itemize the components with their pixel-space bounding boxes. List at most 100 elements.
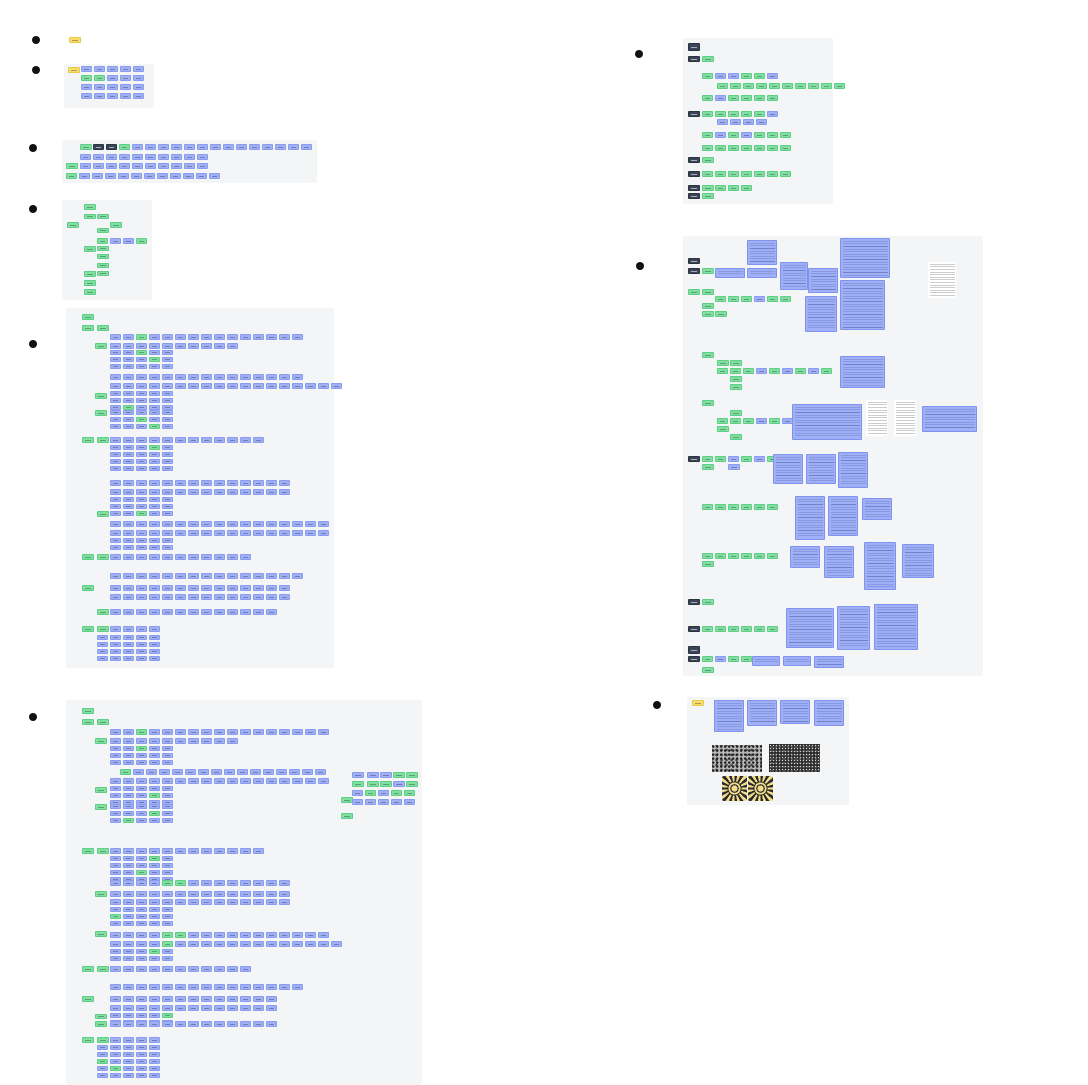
section-marker[interactable]	[653, 701, 661, 709]
blue-node[interactable]	[214, 729, 225, 735]
blue-node[interactable]	[279, 521, 290, 527]
blue-node[interactable]	[201, 480, 212, 486]
blue-node[interactable]	[292, 374, 303, 380]
blue-node[interactable]	[123, 956, 134, 961]
green-node[interactable]	[780, 145, 791, 151]
blue-node[interactable]	[110, 530, 121, 536]
blue-node[interactable]	[136, 504, 147, 509]
green-node[interactable]	[754, 504, 765, 510]
blue-node[interactable]	[162, 786, 173, 791]
green-node[interactable]	[82, 626, 94, 632]
blue-node[interactable]	[136, 856, 147, 861]
green-node[interactable]	[367, 781, 379, 787]
blue-node[interactable]	[110, 452, 121, 457]
green-node[interactable]	[702, 456, 713, 462]
blue-node[interactable]	[292, 334, 303, 340]
blue-node[interactable]	[162, 921, 173, 926]
blue-node[interactable]	[149, 504, 160, 509]
blue-node[interactable]	[253, 848, 264, 854]
blue-node[interactable]	[110, 350, 121, 355]
blue-node[interactable]	[149, 410, 160, 415]
blue-node[interactable]	[227, 778, 238, 784]
blue-node[interactable]	[214, 573, 225, 579]
green-node[interactable]	[380, 781, 392, 787]
text-note-node[interactable]	[840, 280, 885, 330]
blue-node[interactable]	[391, 799, 402, 805]
blue-node[interactable]	[149, 480, 160, 486]
blue-node[interactable]	[110, 966, 121, 972]
blue-node[interactable]	[110, 585, 121, 591]
green-node[interactable]	[404, 790, 415, 796]
blue-node[interactable]	[97, 656, 108, 661]
blue-node[interactable]	[123, 1052, 134, 1057]
blue-node[interactable]	[110, 642, 121, 647]
blue-node[interactable]	[240, 899, 251, 905]
blue-node[interactable]	[188, 932, 199, 938]
blue-node[interactable]	[110, 609, 121, 615]
blue-node[interactable]	[110, 573, 121, 579]
blue-node[interactable]	[279, 480, 290, 486]
green-node[interactable]	[769, 368, 780, 374]
blue-node[interactable]	[136, 966, 147, 972]
blue-node[interactable]	[214, 1005, 225, 1011]
blue-node[interactable]	[162, 511, 173, 516]
dark-node[interactable]	[688, 626, 700, 632]
blue-node[interactable]	[110, 949, 121, 954]
blue-node[interactable]	[227, 966, 238, 972]
blue-node[interactable]	[227, 1005, 238, 1011]
blue-node[interactable]	[149, 753, 160, 758]
blue-node[interactable]	[266, 1005, 277, 1011]
blue-node[interactable]	[94, 66, 105, 72]
green-node[interactable]	[81, 75, 92, 81]
blue-node[interactable]	[211, 769, 222, 775]
blue-node[interactable]	[158, 144, 169, 150]
green-node[interactable]	[741, 171, 752, 177]
text-note-node[interactable]	[752, 656, 780, 666]
blue-node[interactable]	[149, 626, 160, 632]
blue-node[interactable]	[107, 66, 118, 72]
green-node[interactable]	[743, 368, 754, 374]
blue-node[interactable]	[184, 144, 195, 150]
blue-node[interactable]	[123, 656, 134, 661]
green-node[interactable]	[767, 171, 778, 177]
blue-node[interactable]	[318, 932, 329, 938]
blue-node[interactable]	[227, 848, 238, 854]
blue-node[interactable]	[162, 907, 173, 912]
blue-node[interactable]	[240, 984, 251, 990]
blue-node[interactable]	[214, 891, 225, 897]
green-node[interactable]	[741, 73, 752, 79]
blue-node[interactable]	[123, 504, 134, 509]
blue-node[interactable]	[110, 811, 121, 816]
blue-node[interactable]	[266, 941, 277, 947]
green-node[interactable]	[66, 163, 78, 169]
green-node[interactable]	[728, 185, 739, 191]
blue-node[interactable]	[275, 144, 286, 150]
blue-node[interactable]	[106, 163, 117, 169]
blue-node[interactable]	[136, 497, 147, 502]
blue-node[interactable]	[754, 456, 765, 462]
blue-node[interactable]	[105, 173, 116, 179]
speckle-texture-image-dark[interactable]	[769, 744, 820, 772]
blue-node[interactable]	[136, 848, 147, 854]
blue-node[interactable]	[197, 163, 208, 169]
blue-node[interactable]	[188, 848, 199, 854]
green-node[interactable]	[136, 729, 147, 735]
blue-node[interactable]	[110, 538, 121, 543]
blue-node[interactable]	[123, 626, 134, 632]
blue-node[interactable]	[149, 778, 160, 784]
blue-node[interactable]	[175, 966, 186, 972]
green-node[interactable]	[95, 931, 107, 937]
blue-node[interactable]	[123, 424, 134, 429]
blue-node[interactable]	[266, 932, 277, 938]
section-marker[interactable]	[635, 50, 643, 58]
blue-node[interactable]	[94, 93, 105, 99]
blue-node[interactable]	[123, 573, 134, 579]
blue-node[interactable]	[279, 891, 290, 897]
blue-node[interactable]	[136, 609, 147, 615]
blue-node[interactable]	[162, 729, 173, 735]
blue-node[interactable]	[162, 899, 173, 905]
blue-node[interactable]	[162, 594, 173, 600]
blue-node[interactable]	[110, 594, 121, 600]
blue-node[interactable]	[149, 383, 160, 389]
blue-node[interactable]	[266, 489, 277, 495]
